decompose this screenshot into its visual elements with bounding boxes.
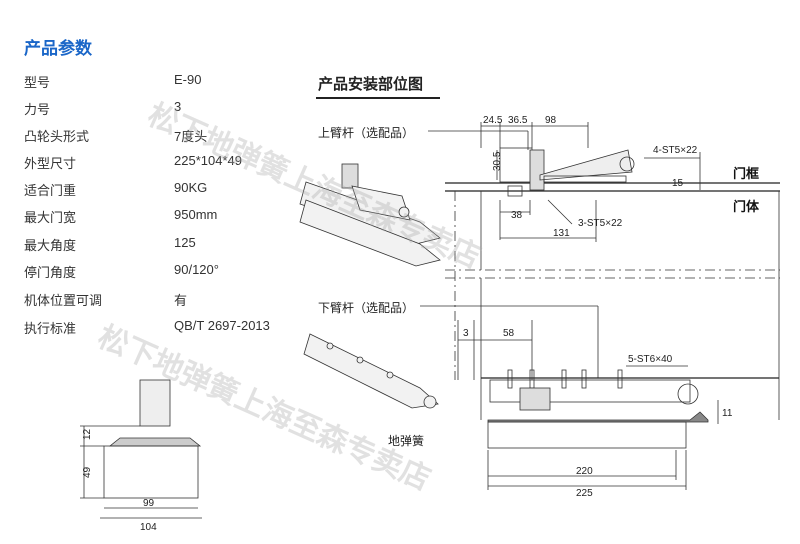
- upper-pivot-post: [341, 163, 359, 189]
- floor-spring-body: [487, 421, 687, 449]
- dim-38: 38: [511, 210, 523, 221]
- door-frame-label: 门框: [733, 166, 759, 181]
- lower-screw: [617, 369, 623, 389]
- dim-58: 58: [503, 328, 515, 339]
- lower-arm-callout: 下臂杆（选配品）: [318, 301, 415, 315]
- section-title: 产品参数: [24, 39, 92, 59]
- dim-3: 3: [463, 328, 469, 339]
- dim-30-5: 30.5: [492, 151, 503, 171]
- lower-arm-knob: [423, 395, 437, 409]
- floor-spring-section: [80, 379, 202, 519]
- spec-value: 90/120°: [174, 262, 219, 277]
- spec-value: 125: [174, 235, 196, 250]
- spec-value: 225*104*49: [174, 153, 242, 168]
- spec-value: 7度头: [174, 129, 208, 144]
- dim-104: 104: [140, 522, 157, 533]
- spec-label: 最大角度: [24, 239, 77, 254]
- dim-24-5: 24.5: [483, 115, 503, 126]
- cover-plate: [108, 437, 202, 447]
- dim-98: 98: [545, 115, 557, 126]
- spec-value: QB/T 2697-2013: [174, 318, 270, 333]
- upper-arm-plate: [543, 175, 627, 183]
- lower-screw: [561, 369, 567, 389]
- dim-49: 49: [82, 466, 93, 478]
- upper-arm-clip: [507, 185, 523, 197]
- floor-plate: [487, 411, 709, 423]
- floor-spring-callout: 地弹簧: [388, 434, 425, 448]
- spec-label: 型号: [24, 76, 51, 91]
- lower-arm-product: [303, 333, 439, 409]
- dim-99: 99: [143, 498, 155, 509]
- upper-arm-callout: 上臂杆（选配品）: [318, 126, 415, 140]
- spec-label: 外型尺寸: [24, 157, 77, 172]
- upper-arm-lever: [351, 185, 411, 221]
- lower-arm-rail: [303, 333, 439, 409]
- spec-value: 有: [174, 293, 188, 308]
- spec-value: 950mm: [174, 207, 218, 222]
- spec-label: 机体位置可调: [24, 294, 103, 309]
- upper-arm-block: [499, 147, 533, 183]
- screw-5-label: 5-ST6×40: [628, 354, 673, 365]
- spec-value: 3: [174, 99, 182, 114]
- spring-body: [103, 445, 199, 499]
- spec-value: 90KG: [174, 180, 208, 195]
- spindle-housing: [139, 379, 171, 427]
- spec-label: 最大门宽: [24, 211, 77, 226]
- dim-36-5: 36.5: [508, 115, 528, 126]
- lower-arm-hole: [356, 356, 364, 364]
- screw-3-label: 3-ST5×22: [578, 218, 623, 229]
- spec-label: 执行标准: [24, 322, 77, 337]
- upper-arm-roller: [619, 156, 635, 172]
- dim-225: 225: [576, 488, 593, 499]
- lower-arm-hole: [386, 371, 394, 379]
- lower-screw: [507, 369, 513, 389]
- spec-label: 力号: [24, 103, 51, 118]
- title-underline: [316, 97, 440, 99]
- upper-arm-knob: [398, 206, 410, 218]
- lower-arm-hole: [326, 342, 334, 350]
- lower-pivot: [519, 387, 551, 411]
- screw-4-label: 4-ST5×22: [653, 145, 698, 156]
- dim-15: 15: [672, 178, 684, 189]
- install-title: 产品安装部位图: [318, 75, 424, 93]
- dim-11: 11: [722, 408, 733, 419]
- door-body-label: 门体: [733, 199, 760, 214]
- spec-label: 适合门重: [24, 184, 77, 199]
- screw-leader: [547, 199, 573, 225]
- upper-arm-base: [299, 199, 441, 267]
- spec-label: 凸轮头形式: [24, 130, 90, 145]
- upper-arm-product: [299, 163, 441, 267]
- dim-220: 220: [576, 466, 593, 477]
- spec-value: E-90: [174, 72, 202, 87]
- lower-screw: [581, 369, 587, 389]
- lower-arm-channel: [489, 379, 691, 403]
- dim-131: 131: [553, 228, 570, 239]
- upper-arm-body: [539, 149, 633, 181]
- upper-pivot: [529, 149, 545, 191]
- spec-label: 停门角度: [24, 266, 77, 281]
- dim-12: 12: [82, 428, 93, 440]
- lower-arm-roller: [677, 383, 699, 405]
